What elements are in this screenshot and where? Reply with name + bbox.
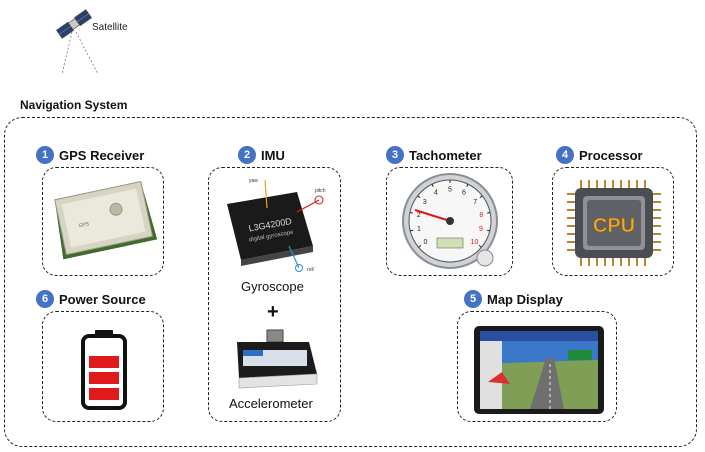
number-badge: 2 [238,146,256,164]
gps-display-icon [474,326,604,414]
tachometer-tick [418,245,422,248]
gyroscope-icon: L3G4200D digital gyroscope yaw pitch rol… [227,178,326,273]
tachometer-dial-number: 2 [417,212,421,219]
accelerometer-icon [237,329,318,389]
number-badge: 5 [464,290,482,308]
tachometer-tick [466,183,469,188]
satellite-label: Satellite [92,22,128,33]
component-title-text: Map Display [487,291,563,307]
navigation-system-box [4,117,697,447]
power-source-box [42,311,164,422]
svg-text:CPU: CPU [593,215,635,237]
number-badge: 4 [556,146,574,164]
tachometer-dial-number: 0 [424,239,428,246]
tachometer-icon: 01 234 5 678 910 [402,173,498,269]
tachometer-dial-number: 7 [473,199,477,206]
processor-box: CPU [552,167,674,276]
tachometer-dial-number: 6 [462,190,466,197]
tachometer-dial-number: 10 [471,239,479,246]
svg-text:roll: roll [307,267,314,273]
component-title-text: Tachometer [409,147,482,163]
gps-receiver-box: GPS [42,167,164,276]
plus-sign: + [267,301,279,323]
component-title-text: GPS Receiver [59,147,145,163]
component-title-text: IMU [261,147,285,163]
tachometer-dial-number: 1 [417,226,421,233]
number-badge: 6 [36,290,54,308]
component-title-tachometer: 3 Tachometer [386,146,482,164]
cpu-icon: CPU [567,180,661,266]
system-title: Navigation System [20,98,128,112]
satellite-graphic [52,6,172,76]
gps-receiver-icon: GPS [54,180,158,260]
component-title-gps: 1 GPS Receiver [36,146,144,164]
component-title-power: 6 Power Source [36,290,146,308]
battery-icon [81,330,127,410]
component-title-imu: 2 IMU [238,146,285,164]
map-display-box [457,311,617,422]
satellite-icon [55,9,93,39]
imu-box: L3G4200D digital gyroscope yaw pitch rol… [208,167,341,422]
tachometer-tick [478,245,482,248]
tachometer-dial-number: 5 [448,187,452,194]
number-badge: 3 [386,146,404,164]
number-badge: 1 [36,146,54,164]
svg-text:GPS: GPS [78,221,90,229]
tachometer-dial-number: 4 [434,190,438,197]
tachometer-tick [409,212,413,214]
component-title-map: 5 Map Display [464,290,563,308]
tachometer-tick [431,183,434,188]
component-title-text: Processor [579,147,643,163]
tachometer-tick [479,195,483,199]
tachometer-dial-number: 8 [479,212,483,219]
tachometer-dial-number: 9 [479,226,483,233]
tachometer-tick [486,229,490,232]
tachometer-dial-number: 3 [423,199,427,206]
svg-text:pitch: pitch [315,188,326,194]
component-title-processor: 4 Processor [556,146,643,164]
tachometer-tick [410,229,414,232]
svg-text:yaw: yaw [249,178,258,184]
accelerometer-label: Accelerometer [229,396,313,411]
gyroscope-label: Gyroscope [241,279,304,294]
tachometer-tick [487,212,491,214]
component-title-text: Power Source [59,291,146,307]
tachometer-tick [417,195,421,199]
